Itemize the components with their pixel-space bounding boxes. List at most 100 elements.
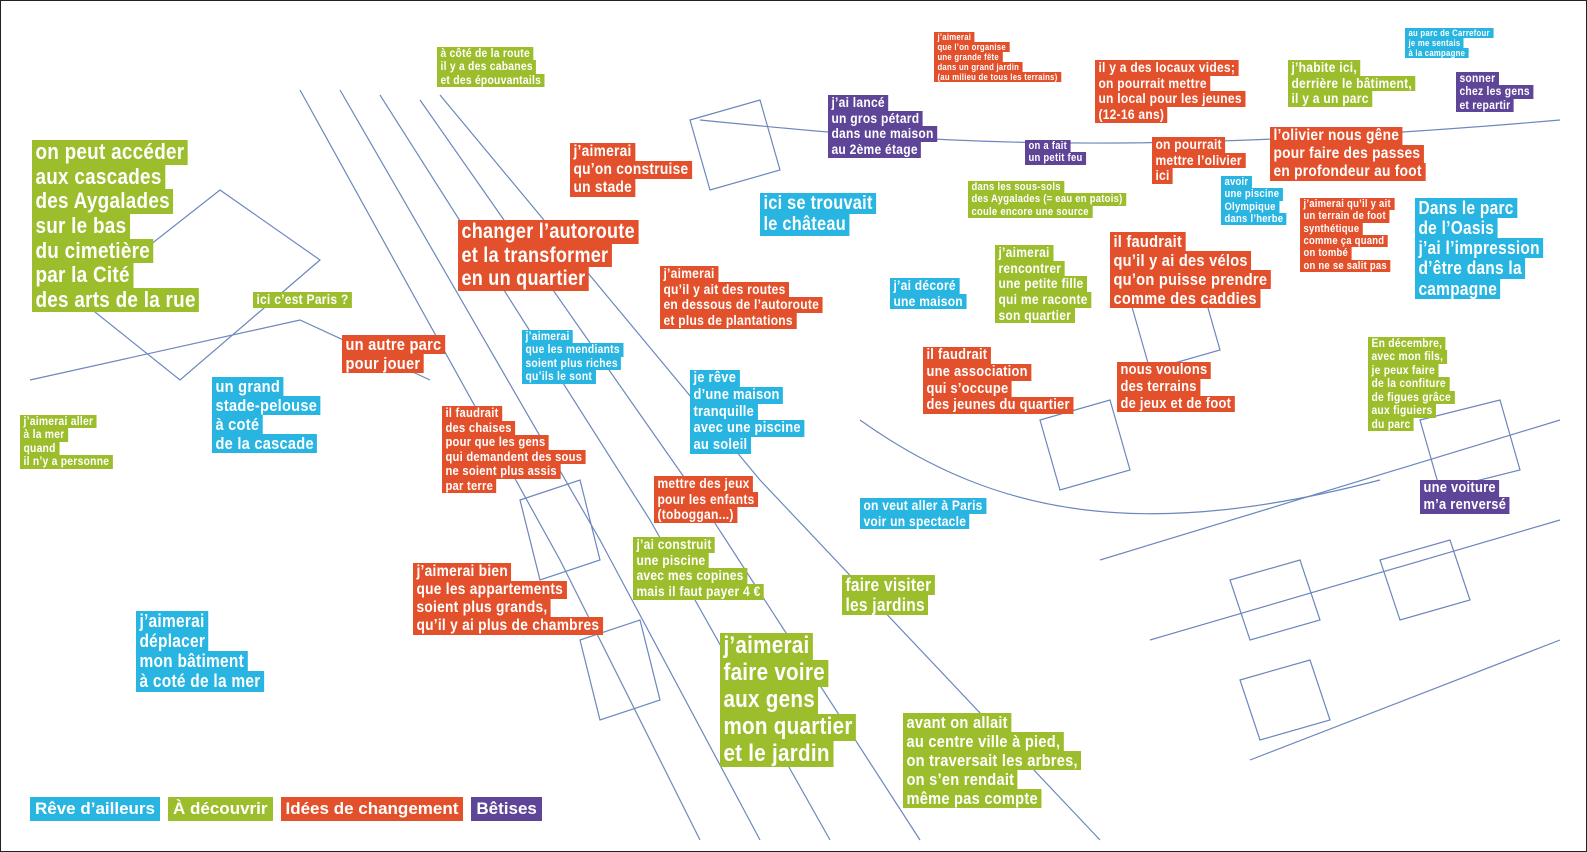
- comment-line: de la confiture: [1368, 376, 1450, 391]
- comment-line: et la transformer: [458, 243, 612, 268]
- comment-line: rencontrer: [995, 260, 1065, 277]
- comment-line: quand: [20, 441, 60, 456]
- comment-line: changer l’autoroute: [458, 220, 639, 244]
- comment-line: pour jouer: [342, 354, 424, 374]
- comment-line: un stade: [570, 178, 636, 197]
- comment-line: le château: [760, 214, 850, 236]
- comment-line: des chaises: [442, 420, 516, 436]
- comment-line: campagne: [1415, 278, 1501, 299]
- comment-line: pour les enfants: [654, 491, 759, 508]
- comment-line: j’ai lancé: [828, 94, 889, 111]
- legend-item-betises: Bêtises: [471, 797, 542, 821]
- comment-label: j’habite ici,derrière le bâtiment,il y a…: [1288, 59, 1416, 108]
- comment-line: qu’ils le sont: [522, 369, 596, 384]
- comment-line: ici: [1152, 168, 1174, 185]
- comment-line: j’aimerai: [570, 143, 636, 161]
- comment-line: j’ai décoré: [890, 277, 960, 294]
- comment-line: à côté de la route: [437, 46, 534, 61]
- comment-line: et plus de plantations: [660, 312, 797, 329]
- comment-line: j’ai construit: [633, 536, 716, 553]
- comment-line: j’aimerai bien: [413, 563, 512, 581]
- comment-line: on peut accéder: [32, 139, 188, 165]
- comment-line: faire visiter: [842, 575, 935, 596]
- comment-line: une association: [923, 363, 1032, 381]
- comment-line: des terrains: [1117, 378, 1201, 396]
- comment-line: un grand: [212, 377, 284, 397]
- comment-line: avec mon fils,: [1368, 349, 1447, 364]
- building-outline: [1039, 399, 1131, 491]
- comment-line: on tombé: [1300, 247, 1352, 260]
- comment-line: avoir: [1221, 176, 1252, 189]
- comment-line: aux figuiers: [1368, 403, 1436, 418]
- comment-line: j’aimerai: [995, 244, 1054, 261]
- comment-line: soient plus riches: [522, 356, 622, 371]
- comment-line: de l’Oasis: [1415, 218, 1498, 239]
- comment-line: dans les sous-sols: [968, 181, 1065, 194]
- comment-line: par terre: [442, 478, 497, 494]
- comment-line: j’aimerai: [934, 32, 975, 43]
- road-line: [859, 419, 1381, 515]
- comment-line: à la campagne: [1405, 48, 1469, 59]
- comment-line: même pas compte: [903, 789, 1042, 809]
- comment-line: en un quartier: [458, 267, 589, 291]
- comment-line: et le jardin: [720, 740, 834, 768]
- comment-line: une piscine: [1221, 188, 1283, 201]
- comment-line: qu’on puisse prendre: [1110, 270, 1271, 290]
- building-outline: [689, 99, 781, 191]
- comment-line: nous voulons: [1117, 361, 1211, 379]
- comment-line: mon quartier: [720, 713, 857, 741]
- comment-line: (toboggan...): [654, 507, 738, 524]
- comment-label: il y a des locaux vides;on pourrait mett…: [1095, 59, 1246, 123]
- highway-line: [299, 89, 701, 841]
- comment-line: des Aygalades (= eau en patois): [968, 193, 1126, 206]
- comment-line: des arts de la rue: [32, 287, 200, 313]
- comment-line: j’aimerai aller: [20, 414, 97, 429]
- comment-line: un gros pétard: [828, 110, 923, 127]
- comment-line: son quartier: [995, 307, 1075, 324]
- comment-line: l’olivier nous gêne: [1270, 127, 1403, 145]
- comment-line: à la mer: [20, 427, 68, 442]
- comment-line: qu’il y ait des routes: [660, 281, 789, 298]
- comment-line: on veut aller à Paris: [860, 497, 987, 514]
- comment-line: un petit feu: [1025, 152, 1086, 165]
- comment-line: au 2ème étage: [828, 141, 922, 158]
- comment-line: aux gens: [720, 686, 819, 714]
- comment-line: une piscine: [633, 552, 709, 569]
- comment-line: en profondeur au foot: [1270, 162, 1426, 181]
- comment-line: il faudrait: [442, 405, 503, 421]
- comment-line: que l’on organise: [934, 42, 1010, 53]
- comment-line: qu’on construise: [570, 160, 692, 179]
- comment-line: mais il faut payer 4 €: [633, 583, 765, 600]
- building-outline: [79, 189, 321, 381]
- comment-line: que les mendiants: [522, 342, 624, 357]
- comment-line: m’a renversé: [1420, 496, 1510, 514]
- comment-line: mettre des jeux: [654, 475, 754, 492]
- comment-line: mettre l’olivier: [1152, 152, 1246, 169]
- comment-line: et repartir: [1456, 98, 1514, 113]
- comment-line: il y a un parc: [1288, 91, 1373, 108]
- comment-line: comme ça quand: [1300, 234, 1388, 248]
- comment-line: on ne se salit pas: [1300, 259, 1391, 272]
- comment-line: en dessous de l’autoroute: [660, 297, 823, 314]
